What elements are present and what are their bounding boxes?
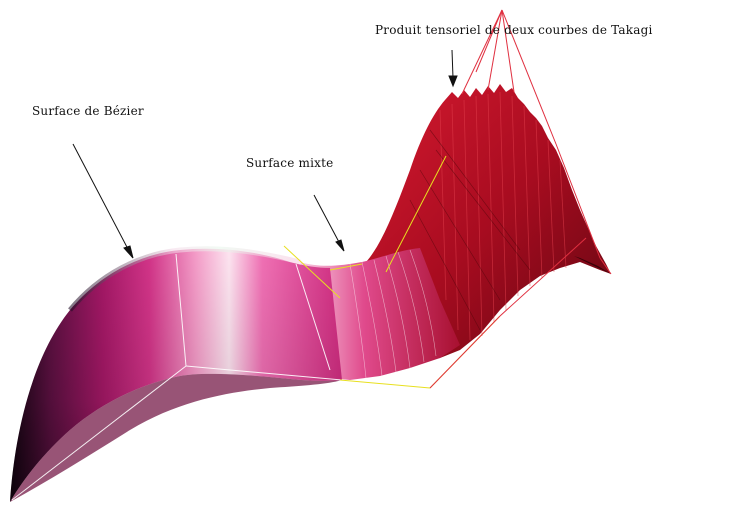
takagi-surface-label: Produit tensoriel de deux courbes de Tak… [375,23,653,37]
bezier-arrow [72,143,130,252]
annotation-arrows [72,49,458,259]
takagi-arrow [451,49,454,79]
takagi-arrowhead [448,75,458,88]
bezier-surface [10,246,342,502]
mixte-surface-label: Surface mixte [246,156,334,170]
mixte-arrowhead [335,239,345,252]
mixte-arrow [313,194,341,245]
mixte-surface [300,248,460,380]
takagi-control-polygon [429,9,612,389]
bezier-arrowhead [123,245,134,259]
bezier-control-polygon [11,253,343,501]
bezier-surface-label: Surface de Bézier [32,104,144,118]
